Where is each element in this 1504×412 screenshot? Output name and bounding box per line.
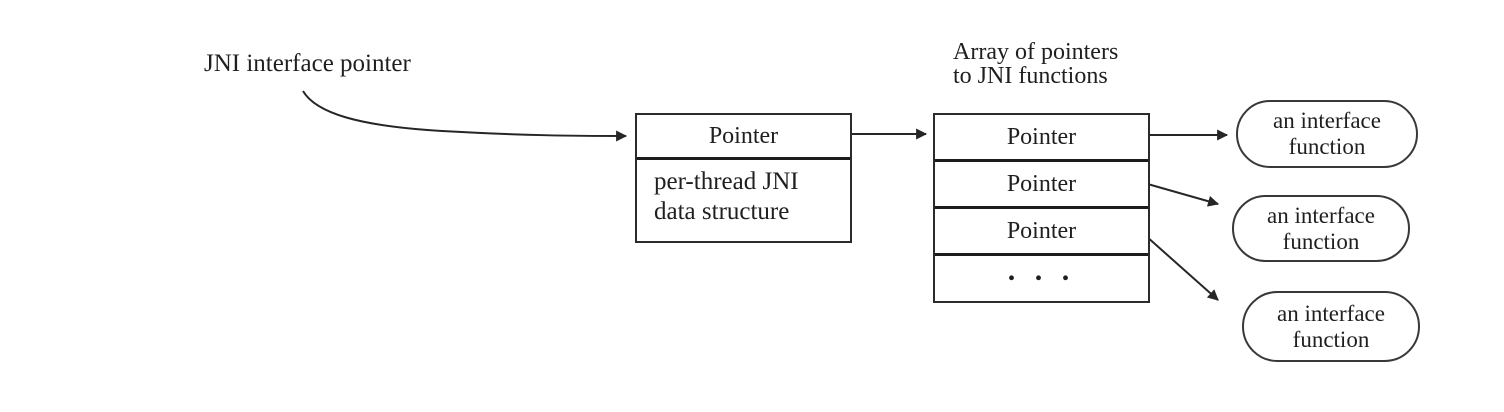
function-table-row-3: Pointer — [935, 209, 1148, 256]
jni-interface-pointer-label: JNI interface pointer — [204, 50, 411, 77]
array-of-pointers-label: Array of pointers to JNI functions — [953, 40, 1118, 88]
env-data-cell: per-thread JNI data structure — [637, 160, 850, 241]
interface-function-3-line1: an interface — [1277, 300, 1385, 326]
array-label-line1: Array of pointers — [953, 39, 1119, 65]
function-table-ellipsis-row: . . . — [935, 253, 1148, 301]
per-thread-env-box: Pointer per-thread JNI data structure — [635, 113, 852, 243]
function-table-row-1: Pointer — [935, 115, 1148, 162]
env-data-line2: data structure — [654, 198, 790, 225]
interface-function-2-line2: function — [1282, 228, 1360, 254]
interface-function-oval-2: an interface function — [1232, 195, 1410, 262]
interface-function-3-line2: function — [1292, 326, 1370, 352]
interface-function-1-line1: an interface — [1273, 108, 1381, 133]
interface-function-2-line1: an interface — [1267, 202, 1375, 228]
array-label-line2: to JNI functions — [953, 63, 1108, 89]
jni-pointer-curved-arrow — [302, 90, 628, 142]
env-pointer-cell: Pointer — [637, 115, 850, 160]
env-data-line1: per-thread JNI — [654, 168, 799, 195]
function-table-row-2: Pointer — [935, 162, 1148, 209]
ellipsis-dots: . . . — [1007, 253, 1076, 287]
interface-function-1-line2: function — [1288, 134, 1366, 159]
interface-function-oval-1: an interface function — [1236, 100, 1418, 168]
interface-function-oval-3: an interface function — [1242, 291, 1420, 362]
jni-function-table: Pointer Pointer Pointer . . . — [933, 113, 1150, 303]
